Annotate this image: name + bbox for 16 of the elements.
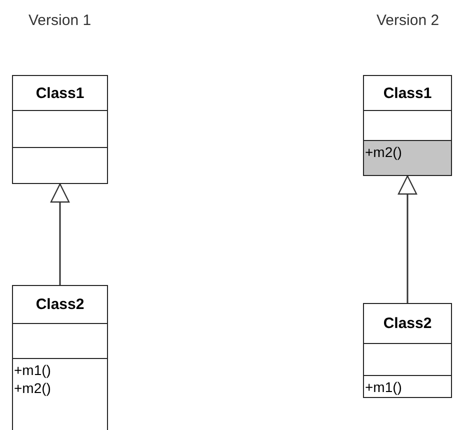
class-box (363, 303, 452, 398)
class-name: Class1 (34, 84, 86, 102)
version-heading: Version 1 (28, 12, 92, 29)
class-name: Class2 (382, 315, 433, 332)
generalization-arrow (398, 175, 418, 303)
method-text: +m2() (14, 380, 51, 397)
class-box (12, 75, 108, 184)
method-text: +m2() (365, 144, 402, 161)
class-box (363, 75, 452, 176)
class-box (12, 285, 108, 430)
version-heading: Version 2 (376, 12, 440, 29)
method-text: +m1() (14, 362, 51, 379)
class-name: Class2 (34, 296, 86, 313)
generalization-arrow (50, 183, 70, 285)
method-text: +m1() (365, 379, 402, 396)
class-name: Class1 (382, 84, 433, 102)
